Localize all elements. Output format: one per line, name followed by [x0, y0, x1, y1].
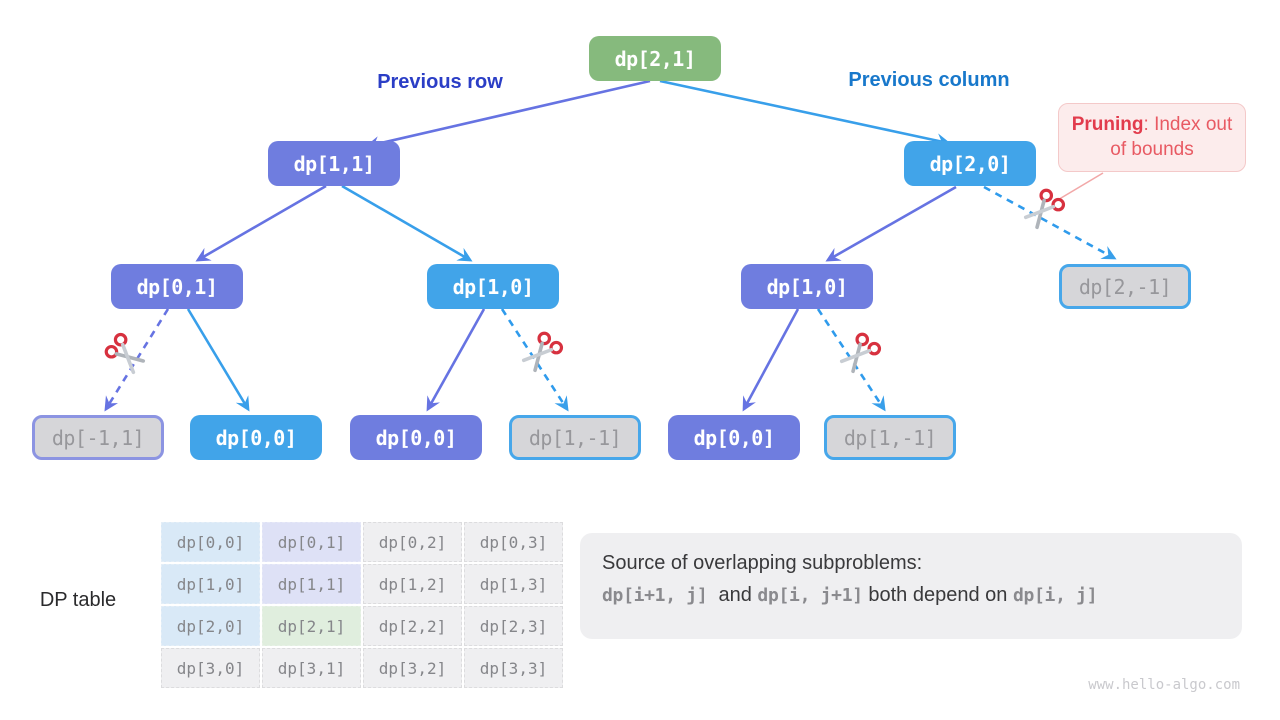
note-title: Source of overlapping subproblems:	[602, 552, 923, 574]
dp-table-cell: dp[1,0]	[161, 564, 260, 604]
pruning-callout-text: Pruning: Index out of bounds	[1071, 113, 1233, 160]
tree-node-dp-0-1: dp[0,1]	[111, 264, 243, 309]
dp-table-cell: dp[0,1]	[262, 522, 361, 562]
tree-node-pruned-dp-2--1: dp[2,-1]	[1059, 264, 1191, 309]
dp-table-label: DP table	[39, 589, 117, 611]
branch-label-previous-column: Previous column	[848, 69, 1010, 91]
dp-table-cell: dp[3,0]	[161, 648, 260, 688]
dp-table-cell: dp[1,1]	[262, 564, 361, 604]
tree-node-pruned-dp--1-1: dp[-1,1]	[32, 415, 164, 460]
scissors-icon	[835, 328, 884, 377]
branch-label-previous-row: Previous row	[377, 71, 503, 93]
note-formula: dp[i+1, j] and dp[i, j+1] both depend on…	[602, 584, 1098, 606]
dp-table-cell: dp[2,2]	[363, 606, 462, 646]
tree-node-root-dp-2-1: dp[2,1]	[589, 36, 721, 81]
dp-table-cell: dp[2,0]	[161, 606, 260, 646]
dp-table-cell: dp[0,3]	[464, 522, 563, 562]
dp-table-cell: dp[3,3]	[464, 648, 563, 688]
dp-table-cell: dp[1,3]	[464, 564, 563, 604]
dp-table-cell: dp[2,1]	[262, 606, 361, 646]
dp-table-cell: dp[3,2]	[363, 648, 462, 688]
edges-previous-column	[186, 79, 951, 412]
edges-previous-row	[195, 79, 957, 412]
dp-table-cell: dp[2,3]	[464, 606, 563, 646]
dp-table-cell: dp[0,0]	[161, 522, 260, 562]
dp-table: dp[0,0] dp[0,1] dp[0,2] dp[0,3] dp[1,0] …	[161, 522, 563, 688]
tree-node-pruned-dp-1--1: dp[1,-1]	[509, 415, 641, 460]
pruning-callout: Pruning: Index out of bounds	[1058, 103, 1246, 172]
overlapping-subproblems-note: Source of overlapping subproblems: dp[i+…	[580, 533, 1242, 639]
tree-node-dp-2-0: dp[2,0]	[904, 141, 1036, 186]
edges-pruned	[104, 185, 1117, 412]
dp-table-cell: dp[0,2]	[363, 522, 462, 562]
tree-node-dp-1-0: dp[1,0]	[741, 264, 873, 309]
scissors-icon	[517, 327, 566, 376]
tree-node-dp-1-0: dp[1,0]	[427, 264, 559, 309]
watermark: www.hello-algo.com	[1088, 677, 1240, 693]
dp-table-cell: dp[3,1]	[262, 648, 361, 688]
dp-table-cell: dp[1,2]	[363, 564, 462, 604]
tree-node-dp-1-1: dp[1,1]	[268, 141, 400, 186]
tree-node-pruned-dp-1--1: dp[1,-1]	[824, 415, 956, 460]
scissors-icon	[1019, 184, 1068, 233]
tree-node-dp-0-0: dp[0,0]	[668, 415, 800, 460]
callout-pointer-line	[1055, 172, 1104, 202]
tree-node-dp-0-0: dp[0,0]	[350, 415, 482, 460]
tree-node-dp-0-0: dp[0,0]	[190, 415, 322, 460]
